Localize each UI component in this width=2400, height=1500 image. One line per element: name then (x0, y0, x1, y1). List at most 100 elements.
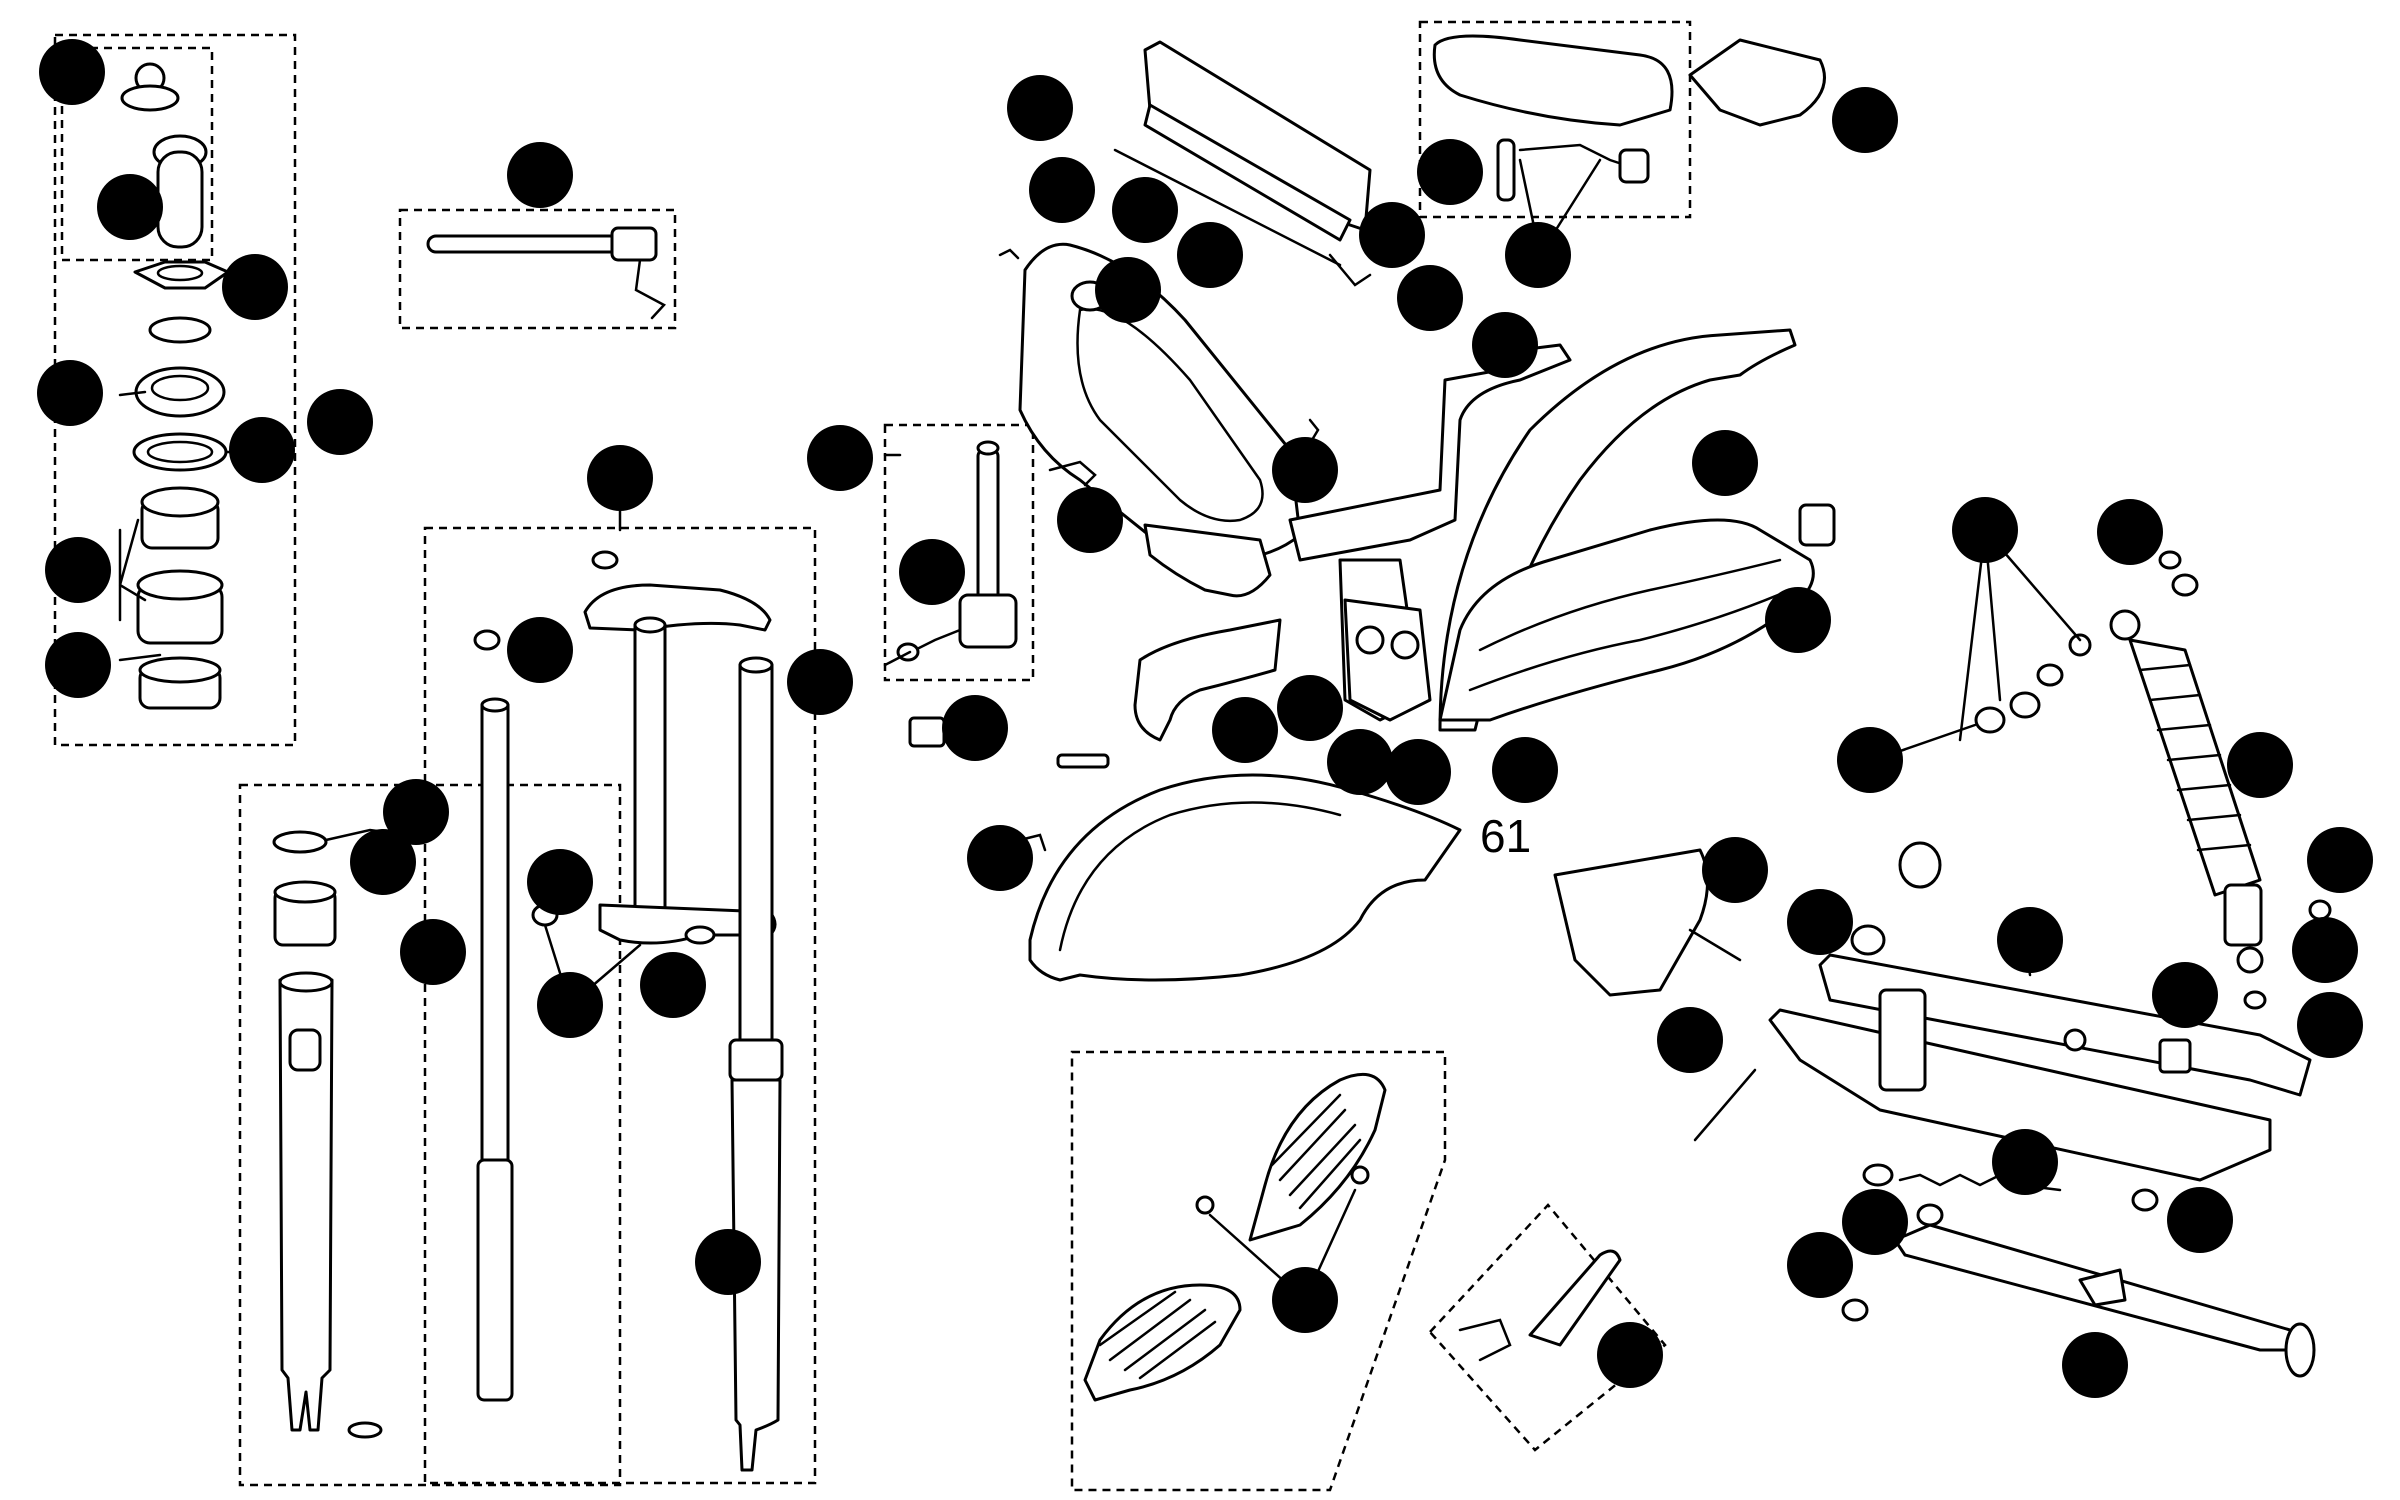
callout-bubble (787, 649, 853, 715)
callout-bubble (640, 952, 706, 1018)
callout-bubble (1597, 1322, 1663, 1388)
shock-washer-top (2068, 633, 2092, 657)
footpeg-upper-ribs (1270, 1093, 1362, 1210)
side-reflector (1798, 503, 1836, 547)
callout-bubble (899, 539, 965, 605)
fuel-tap-body (958, 593, 1018, 649)
frame-clip (1308, 418, 1320, 442)
throttle-lever-body (610, 226, 658, 262)
swingarm-parts (1693, 663, 2312, 1182)
fuel-tap-lever (913, 628, 962, 652)
rear-bracket-parts (1553, 848, 1742, 997)
stem-nut (591, 550, 619, 570)
drain-washer (347, 1421, 383, 1439)
fuel-tap-group-box (883, 423, 1035, 682)
callout-bubble (2097, 499, 2163, 565)
callout-bubble (1765, 587, 1831, 653)
frame-bracket-bolt (1056, 753, 1110, 769)
throttle-rod-part (426, 226, 667, 320)
flap-bolt (1688, 928, 1742, 962)
left-fork-tube (480, 703, 510, 1167)
leader-line (883, 650, 912, 667)
seat-pin-right (1618, 148, 1650, 184)
stand-bracket (2078, 1268, 2127, 1307)
stand-bolt-head (1841, 1298, 1869, 1322)
callout-bubble (1952, 497, 2018, 563)
left-fork-lower (476, 1158, 514, 1402)
tail-light-cover (1688, 38, 1826, 127)
callout-bubble (942, 695, 1008, 761)
throttle-rod (426, 234, 620, 254)
swingarm-pivot-bush-r (2009, 691, 2041, 719)
leader-line (118, 653, 162, 662)
callout-bubble (1997, 907, 2063, 973)
left-fork-tube-cap (480, 697, 510, 713)
callout-bubble (1112, 177, 1178, 243)
callout-bubble (1057, 487, 1123, 553)
stand-pivot-washer (1916, 1203, 1944, 1227)
callout-bubble (1272, 437, 1338, 503)
callout-bubble (1787, 889, 1853, 955)
mudguard-inner-line (1058, 801, 1342, 952)
seat-cushion (1432, 34, 1674, 127)
lock-washer (148, 316, 212, 344)
callout-bubble (229, 417, 295, 483)
callout-bubble (1177, 222, 1243, 288)
callout-bubble (1385, 739, 1451, 805)
callout-bubble (2167, 1187, 2233, 1253)
side-panel-stripe-lower (1468, 588, 1792, 692)
top-triple-clamp (583, 583, 772, 632)
callout-bubble (967, 825, 1033, 891)
chain-adjuster-bush (1898, 841, 1942, 889)
frame-parts (908, 242, 1797, 769)
shock-bottom-eye (2236, 946, 2264, 974)
upper-race-inner (150, 374, 210, 402)
callout-bubble (1992, 1129, 2058, 1195)
callout-bubble (1692, 430, 1758, 496)
tank-window (1076, 307, 1264, 522)
swingarm-mount-plate (1343, 598, 1432, 722)
callout-bubble (587, 445, 653, 511)
swingarm-pivot-left (1355, 625, 1385, 655)
reflector-clip (908, 716, 946, 748)
callout-bubble (2227, 732, 2293, 798)
mudguard-bracket (1018, 833, 1047, 852)
callout-bubble (97, 174, 163, 240)
left-fork-slider (278, 978, 334, 1432)
footpeg-pin-left (1195, 1195, 1215, 1215)
swingarm-axle-hole (2063, 1028, 2087, 1052)
callout-bubble (1417, 139, 1483, 205)
shock-top-eye (2109, 609, 2141, 641)
front-mudguard-parts (1018, 773, 1462, 982)
callout-bubble (2152, 962, 2218, 1028)
callout-bubble (1327, 729, 1393, 795)
upper-cup-top (140, 486, 220, 518)
stand-clip (1862, 1163, 1894, 1187)
callout-bubble (1842, 1189, 1908, 1255)
swingarm-pivot-bush-c (2036, 663, 2064, 687)
callout-bubble (1837, 727, 1903, 793)
side-panel-stripe (1478, 558, 1782, 652)
callout-bubble (1397, 265, 1463, 331)
callout-bubble (383, 779, 449, 845)
seat-pin-left (1496, 138, 1516, 202)
callout-bubble (1277, 675, 1343, 741)
footpeg-upper (1248, 1072, 1387, 1242)
callout-bubble (1472, 312, 1538, 378)
callout-bubble (1029, 157, 1095, 223)
stem-tube-top (633, 616, 667, 634)
fuel-tap-cap (976, 440, 1000, 456)
callout-bubble (2062, 1332, 2128, 1398)
callout-bubble (807, 425, 873, 491)
swingarm-crossbrace (1878, 988, 1927, 1092)
callout-bubble (307, 389, 373, 455)
callout-bubble (1095, 257, 1161, 323)
callout-markers (37, 39, 2373, 1398)
callout-bubble (1359, 202, 1425, 268)
callout-bubble (695, 1229, 761, 1295)
callout-bubble (1007, 75, 1073, 141)
chain-adjuster-washer (1850, 924, 1886, 956)
shock-bolt-cap (2243, 990, 2267, 1010)
footpeg-pin-top (1350, 1165, 1370, 1185)
callout-bubble (1702, 837, 1768, 903)
